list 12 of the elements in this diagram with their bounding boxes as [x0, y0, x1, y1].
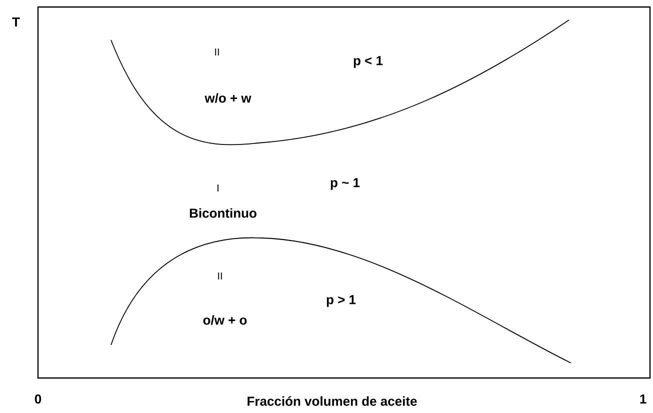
region-label: w/o + w — [204, 93, 252, 103]
axis-label: Fracción volumen de aceite — [248, 396, 417, 406]
region-label: Bicontinuo — [190, 208, 256, 218]
region-label: p > 1 — [326, 295, 356, 307]
tick-label: 1 — [640, 394, 646, 404]
region-label: p ~ 1 — [330, 178, 360, 190]
phase-count: II — [218, 272, 222, 280]
region-label: o/w + o — [203, 315, 247, 325]
axis-label: T — [12, 18, 20, 26]
phase-count: II — [215, 48, 219, 56]
tick-label: 0 — [34, 394, 42, 404]
region-label: p < 1 — [354, 56, 383, 68]
